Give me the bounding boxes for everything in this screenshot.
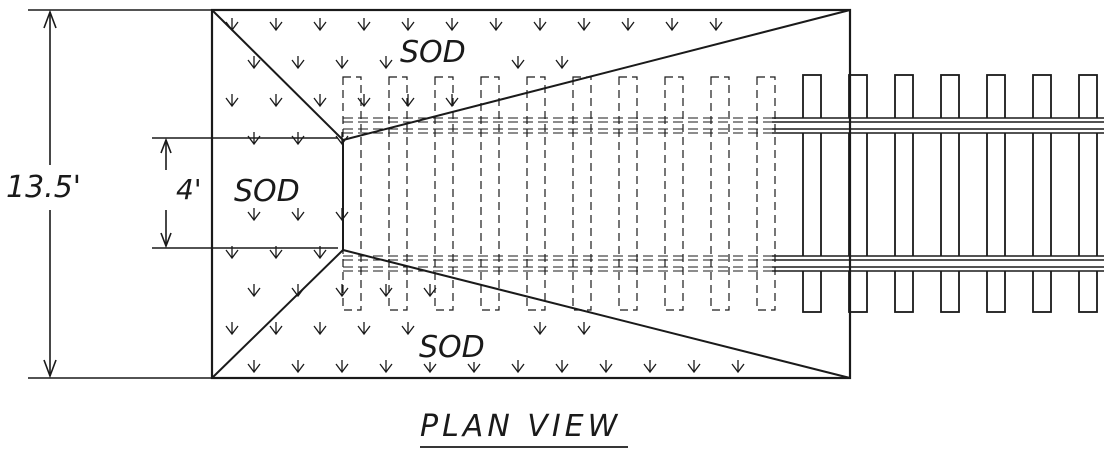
railroad-tie-hidden — [710, 76, 730, 311]
dimension-opening — [152, 137, 338, 249]
rails-hidden — [343, 117, 772, 272]
grass-symbol-icon — [577, 322, 591, 336]
grass-symbol-icon — [313, 94, 327, 108]
grass-symbol-icon — [247, 56, 261, 70]
grass-symbol-icon — [577, 18, 591, 32]
railroad-tie-hidden — [480, 76, 500, 311]
view-title: PLAN VIEW — [420, 409, 621, 444]
grass-symbol-icon — [489, 18, 503, 32]
grass-symbol-icon — [269, 322, 283, 336]
grass-symbol-icon — [423, 284, 437, 298]
grass-symbol-icon — [665, 18, 679, 32]
grass-symbol-icon — [511, 56, 525, 70]
arrow-down-small-icon — [160, 232, 172, 249]
grass-symbol-icon — [621, 18, 635, 32]
grass-symbol-icon — [687, 360, 701, 374]
rail — [772, 118, 1104, 133]
railroad-tie — [940, 74, 960, 313]
railroad-tie-hidden — [388, 76, 408, 311]
sod-label-middle: SOD — [234, 174, 300, 209]
railroad-tie-hidden — [572, 76, 592, 311]
grass-symbol-icon — [335, 360, 349, 374]
dimension-opening-label: 4' — [176, 173, 202, 206]
grass-symbol-icon — [401, 94, 415, 108]
sod-label-top: SOD — [400, 35, 466, 70]
wing-line-top-left — [211, 9, 344, 141]
grass-symbol-icon — [401, 322, 415, 336]
grass-symbol-icon — [599, 360, 613, 374]
grass-symbol-icon — [445, 94, 459, 108]
wing-lines — [211, 9, 851, 379]
dimension-overall-label: 13.5' — [6, 170, 81, 205]
grass-symbol-icon — [247, 284, 261, 298]
railroad-tie-hidden — [342, 76, 362, 311]
sod-label-bottom: SOD — [419, 330, 485, 365]
grass-symbol-icon — [269, 94, 283, 108]
grass-symbol-icon — [643, 360, 657, 374]
grass-symbol-icon — [357, 94, 371, 108]
grass-symbol-icon — [357, 322, 371, 336]
rail — [772, 256, 1104, 271]
railroad-tie-hidden — [434, 76, 454, 311]
grass-symbol-icon — [225, 18, 239, 32]
railroad-tie — [986, 74, 1006, 313]
railroad-tie — [802, 74, 822, 313]
grass-symbol-icon — [291, 56, 305, 70]
grass-symbol-icon — [313, 18, 327, 32]
wing-line-bottom-right — [342, 249, 851, 379]
wing-line-bottom-left — [211, 249, 344, 379]
arrow-up-icon — [43, 9, 57, 29]
grass-symbol-icon — [533, 322, 547, 336]
railroad-tie-hidden — [664, 76, 684, 311]
grass-symbol-icon — [291, 208, 305, 222]
grass-symbol-icon — [313, 322, 327, 336]
grass-symbol-icon — [445, 18, 459, 32]
dimension-overall — [28, 9, 212, 379]
grass-symbol-icon — [533, 18, 547, 32]
grass-symbol-icon — [401, 18, 415, 32]
railroad-ties-solid — [802, 74, 1098, 313]
arrow-up-small-icon — [160, 137, 172, 154]
grass-symbol-icon — [511, 360, 525, 374]
sod-area-outline — [210, 8, 852, 380]
grass-symbol-icon — [291, 360, 305, 374]
grass-symbol-icon — [555, 56, 569, 70]
rails — [772, 117, 1104, 272]
grass-symbol-icon — [225, 322, 239, 336]
grass-symbol-icon — [357, 18, 371, 32]
grass-symbol-icon — [731, 360, 745, 374]
grass-symbol-icon — [269, 18, 283, 32]
railroad-tie — [1032, 74, 1052, 313]
railroad-tie — [1078, 74, 1098, 313]
grass-symbol-icon — [379, 56, 393, 70]
railroad-tie — [848, 74, 868, 313]
railroad-tie — [894, 74, 914, 313]
grass-symbol-icon — [247, 360, 261, 374]
grass-symbol-icon — [225, 94, 239, 108]
grass-symbol-icon — [379, 284, 393, 298]
grass-symbol-icon — [335, 284, 349, 298]
grass-symbol-icon — [335, 56, 349, 70]
arrow-down-icon — [43, 359, 57, 379]
railroad-tie-hidden — [526, 76, 546, 311]
wing-line-top-right — [342, 9, 851, 141]
railroad-ties-hidden — [342, 76, 776, 311]
grass-symbol-icon — [379, 360, 393, 374]
railroad-tie-hidden — [756, 76, 776, 311]
grass-symbol-icon — [709, 18, 723, 32]
grass-symbol-icon — [555, 360, 569, 374]
grass-symbol-icon — [247, 208, 261, 222]
railroad-tie-hidden — [618, 76, 638, 311]
